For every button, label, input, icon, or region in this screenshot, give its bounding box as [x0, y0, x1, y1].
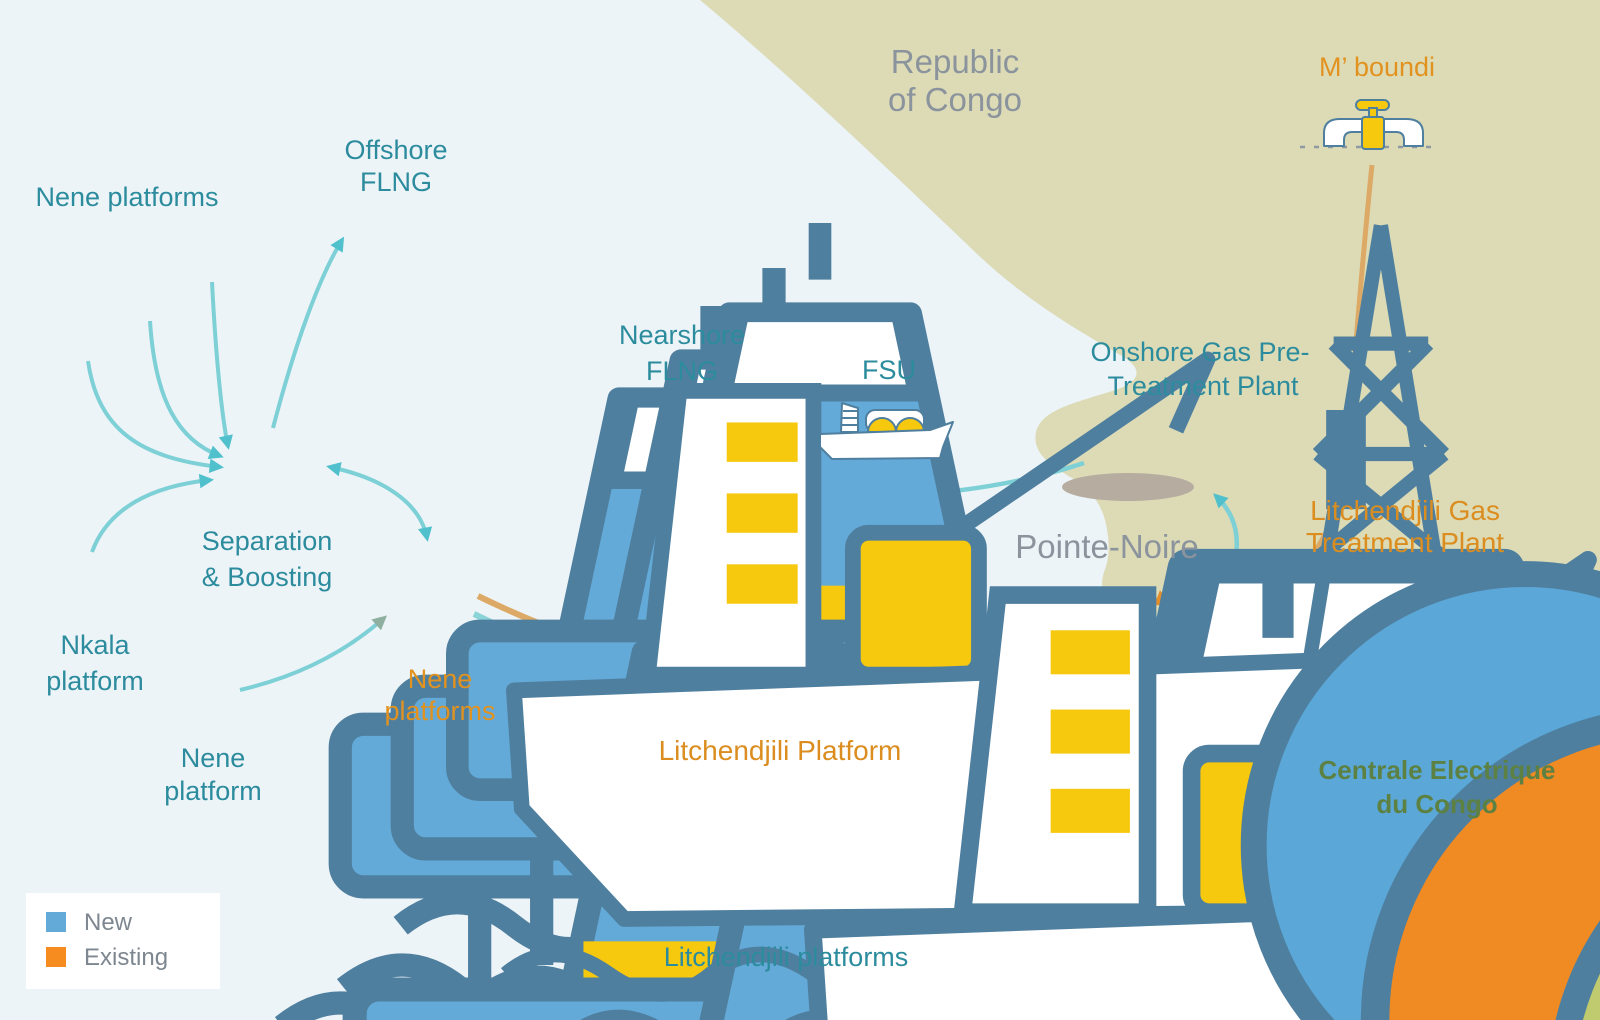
- label-offshore-flng-2: FLNG: [360, 167, 432, 197]
- arrow-nkala-to-separation: [90, 473, 214, 553]
- label-litchendjili-platforms: Litchendjili platforms: [664, 942, 909, 972]
- label-nene-platform-1: Nene: [181, 743, 246, 773]
- label-onshore-pretreatment-1: Onshore Gas Pre-: [1090, 337, 1309, 367]
- label-mboundi: M’ boundi: [1319, 52, 1435, 82]
- new-color-swatch: [46, 912, 66, 932]
- legend: New Existing: [26, 893, 220, 989]
- label-offshore-flng-1: Offshore: [344, 135, 447, 165]
- legend-card: [26, 893, 220, 989]
- arrow-nene-platform-to-nene-existing: [239, 615, 387, 692]
- country-label-line2: of Congo: [888, 81, 1022, 118]
- label-litchendjili-gas-plant-1: Litchendjili Gas: [1310, 495, 1500, 526]
- legend-new-label: New: [84, 909, 133, 936]
- label-fsu: FSU: [862, 355, 916, 385]
- arrow-nene-c-to-separation: [210, 281, 233, 450]
- fsu-vessel-icon: [819, 402, 954, 460]
- label-litchendjili-gas-plant-2: Treatment Plant: [1306, 527, 1504, 558]
- arrow-separation-to-offshore-flng: [271, 236, 345, 429]
- label-separation-1: Separation: [202, 526, 333, 556]
- mboundi-wellhead-icon: [1300, 99, 1435, 150]
- pretreatment-plant-shadow: [1062, 473, 1194, 501]
- label-onshore-pretreatment-2: Treatment Plant: [1107, 371, 1299, 401]
- legend-existing-label: Existing: [84, 944, 168, 971]
- city-label-pointe-noire: Pointe-Noire: [1015, 528, 1198, 565]
- arrow-separation-nene-two-way: [326, 462, 433, 542]
- label-nene-platforms-north: Nene platforms: [35, 182, 218, 212]
- label-centrale-2: du Congo: [1376, 789, 1497, 819]
- label-nkala-1: Nkala: [60, 630, 130, 660]
- arrow-nene-a-to-separation: [86, 360, 224, 473]
- label-separation-2: & Boosting: [202, 562, 333, 592]
- country-label-line1: Republic: [891, 43, 1019, 80]
- label-litchendjili-platform: Litchendjili Platform: [659, 735, 902, 766]
- label-nene-existing-2: platforms: [384, 696, 495, 726]
- existing-color-swatch: [46, 947, 66, 967]
- arrow-nene-b-to-separation: [148, 320, 224, 460]
- label-nearshore-flng-2: FLNG: [646, 356, 718, 386]
- label-nkala-2: platform: [46, 666, 144, 696]
- label-nene-platform-2: platform: [164, 776, 262, 806]
- label-nene-existing-1: Nene: [408, 664, 473, 694]
- label-nearshore-flng-1: Nearshore: [619, 320, 745, 350]
- label-centrale-1: Centrale Electrique: [1319, 755, 1556, 785]
